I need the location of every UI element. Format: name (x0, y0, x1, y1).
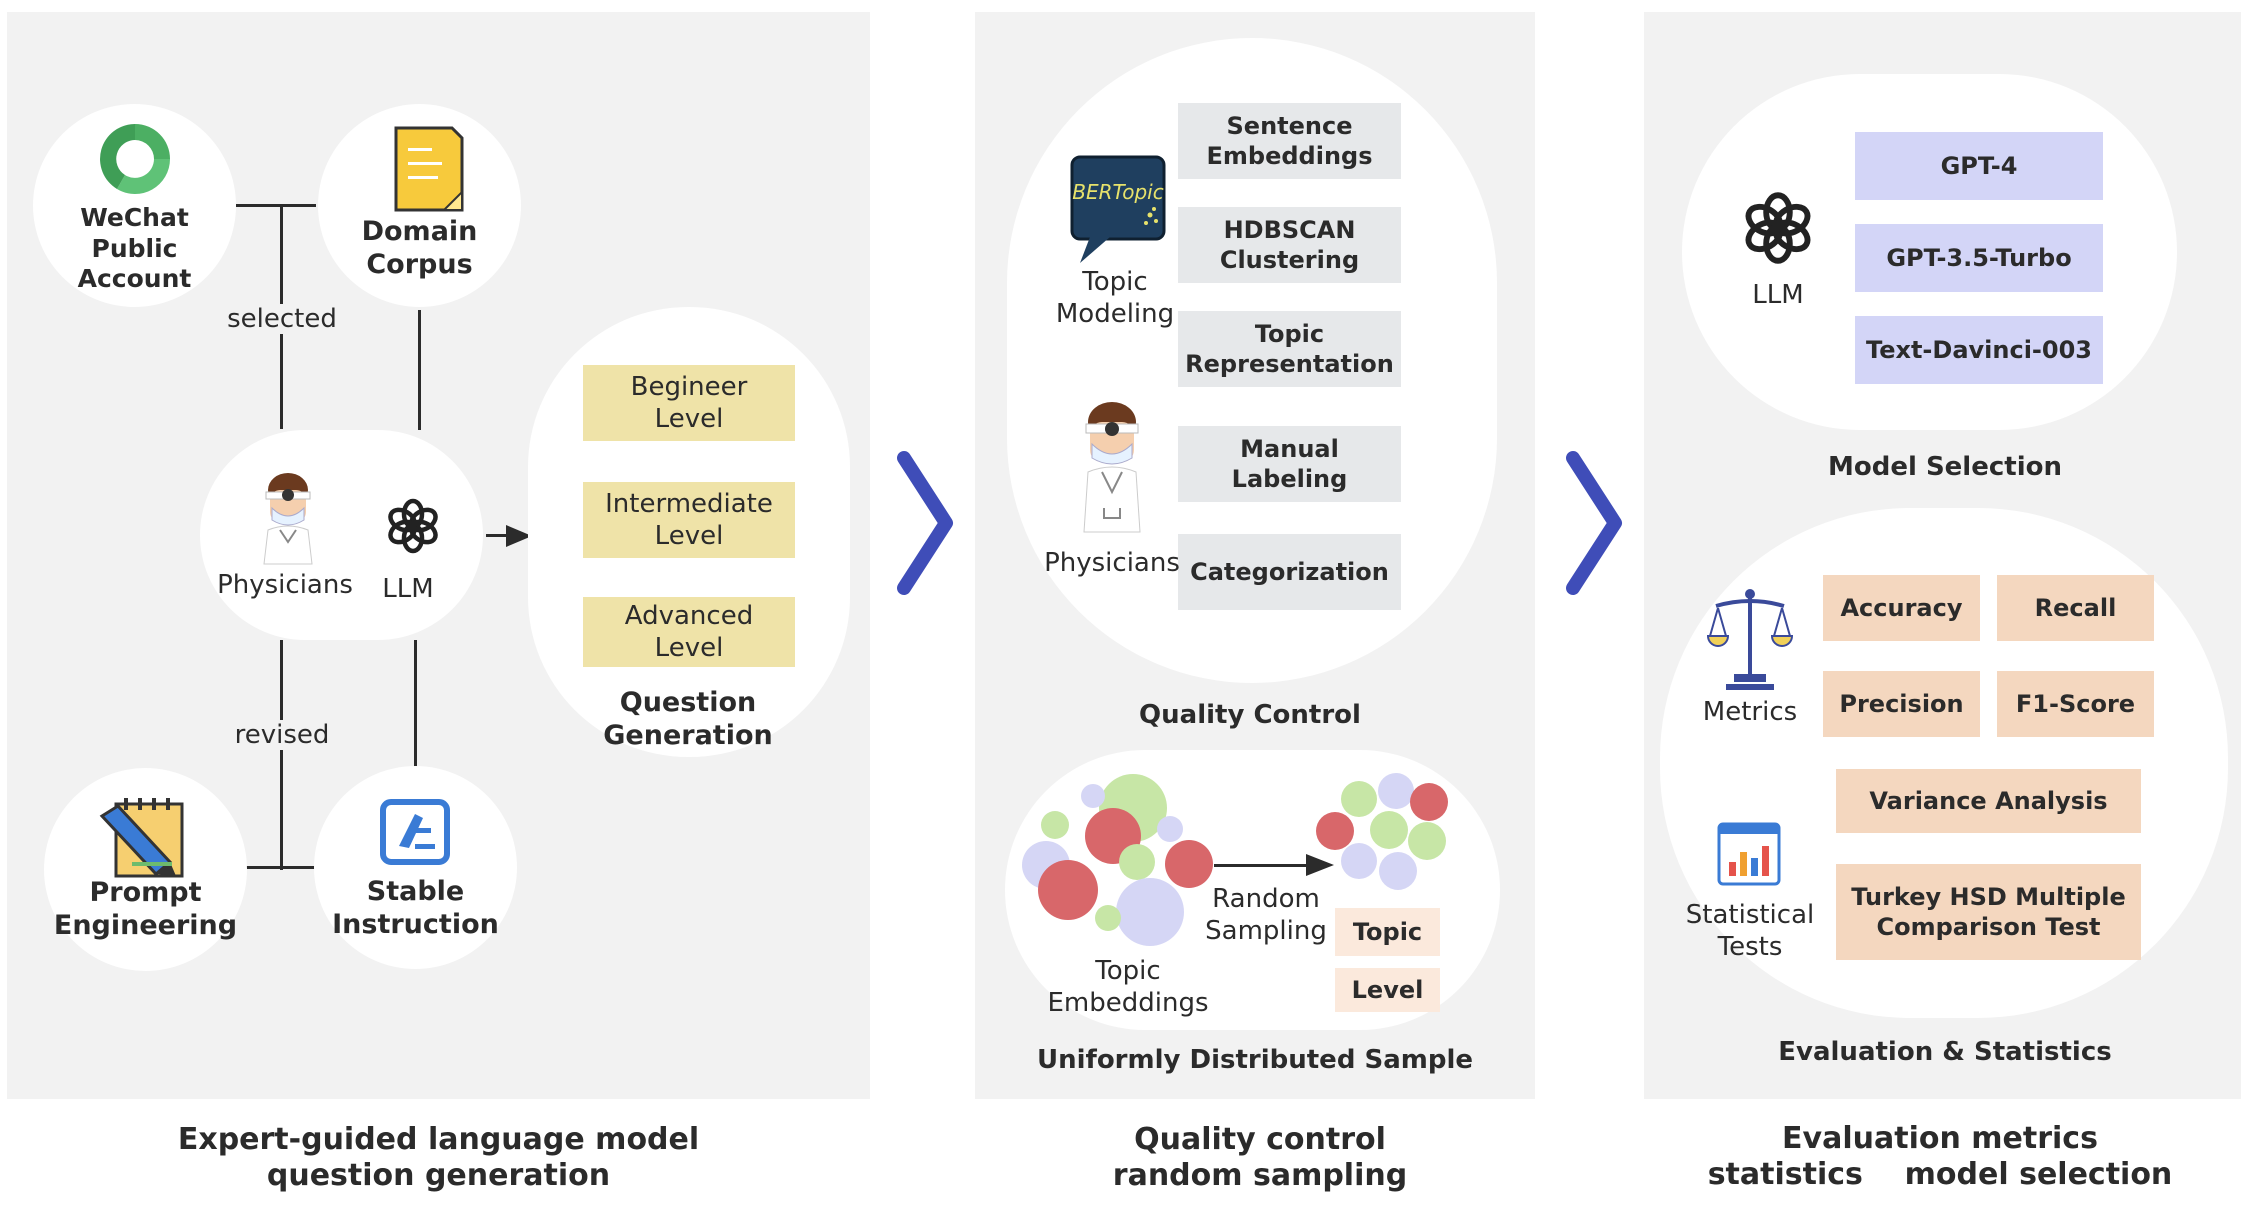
topic-embeddings-label: Topic Embeddings (1047, 956, 1209, 1018)
step-hdbscan-clustering: HDBSCAN Clustering (1178, 207, 1401, 283)
balance-scale-icon (1706, 589, 1794, 690)
chevron-right-icon (897, 451, 953, 595)
statistical-tests-label: Statistical Tests (1685, 900, 1815, 962)
test-variance-analysis: Variance Analysis (1836, 769, 2141, 833)
caption-quality-control: Quality control random sampling (1112, 1122, 1408, 1193)
llm-label-right: LLM (1752, 280, 1804, 310)
model-selection-label: Model Selection (1828, 452, 2062, 482)
metrics-label: Metrics (1702, 697, 1798, 727)
step-topic-representation: Topic Representation (1178, 311, 1401, 387)
document-icon (394, 126, 464, 212)
arrow-line (1214, 864, 1310, 867)
test-tukey-hsd: Turkey HSD Multiple Comparison Test (1836, 864, 2141, 960)
connector-line (280, 640, 283, 870)
llm-label: LLM (382, 574, 434, 604)
bertopic-logo-text: BERTopic (1072, 180, 1164, 204)
arrow-line (486, 534, 510, 537)
sampled-cluster-icon (1316, 773, 1448, 890)
physicians-label: Physicians (217, 570, 353, 600)
random-sampling-label: Random Sampling (1205, 884, 1327, 946)
domain-corpus-label: Domain Corpus (361, 216, 478, 280)
level-intermediate-box: Intermediate Level (583, 482, 795, 558)
sample-tag-level: Level (1335, 968, 1440, 1012)
topic-modeling-label: Topic Modeling (1055, 267, 1175, 329)
bertopic-logo-icon (1070, 155, 1166, 263)
step-sentence-embeddings: Sentence Embeddings (1178, 103, 1401, 179)
question-generation-label: Question Generation (603, 687, 773, 751)
uniform-sample-label: Uniformly Distributed Sample (1036, 1045, 1474, 1075)
step-categorization: Categorization (1178, 534, 1401, 610)
notebook-pencil-icon (99, 798, 184, 878)
revised-label: revised (222, 720, 342, 750)
level-beginner-box: Begineer Level (583, 365, 795, 441)
topic-embeddings-cluster-icon (1022, 774, 1213, 946)
wechat-label: WeChat Public Account (77, 203, 192, 293)
step-manual-labeling: Manual Labeling (1178, 426, 1401, 502)
connector-line (236, 204, 316, 207)
caption-evaluation: Evaluation metrics statistics model sele… (1707, 1121, 2173, 1192)
prompt-engineering-label: Prompt Engineering (53, 877, 238, 941)
physician-icon (1083, 402, 1141, 533)
caption-question-generation: Expert-guided language model question ge… (177, 1122, 700, 1193)
connector-line (414, 640, 417, 770)
llm-openai-icon (1745, 192, 1811, 264)
model-text-davinci: Text-Davinci-003 (1855, 316, 2103, 384)
wechat-icon (100, 124, 170, 194)
metric-f1-score: F1-Score (1997, 671, 2154, 737)
stable-instruction-label: Stable Instruction (332, 876, 499, 940)
evaluation-statistics-label: Evaluation & Statistics (1778, 1037, 2112, 1067)
connector-line (418, 310, 421, 430)
arrow-head-icon (506, 525, 532, 547)
bar-chart-icon (1717, 822, 1781, 886)
physician-icon (263, 473, 313, 565)
selected-label: selected (222, 304, 342, 334)
level-advanced-box: Advanced Level (583, 597, 795, 667)
llm-openai-icon (388, 498, 438, 554)
metric-accuracy: Accuracy (1823, 575, 1980, 641)
chevron-right-icon (1566, 451, 1622, 595)
arrow-head-icon (1306, 854, 1334, 876)
quality-control-label: Quality Control (1139, 700, 1361, 730)
metric-recall: Recall (1997, 575, 2154, 641)
model-gpt4: GPT-4 (1855, 132, 2103, 200)
model-gpt35-turbo: GPT-3.5-Turbo (1855, 224, 2103, 292)
sample-tag-topic: Topic (1335, 908, 1440, 956)
connector-line (246, 866, 316, 869)
metric-precision: Precision (1823, 671, 1980, 737)
physicians-label-middle: Physicians (1044, 548, 1180, 578)
edit-note-icon (380, 799, 450, 865)
